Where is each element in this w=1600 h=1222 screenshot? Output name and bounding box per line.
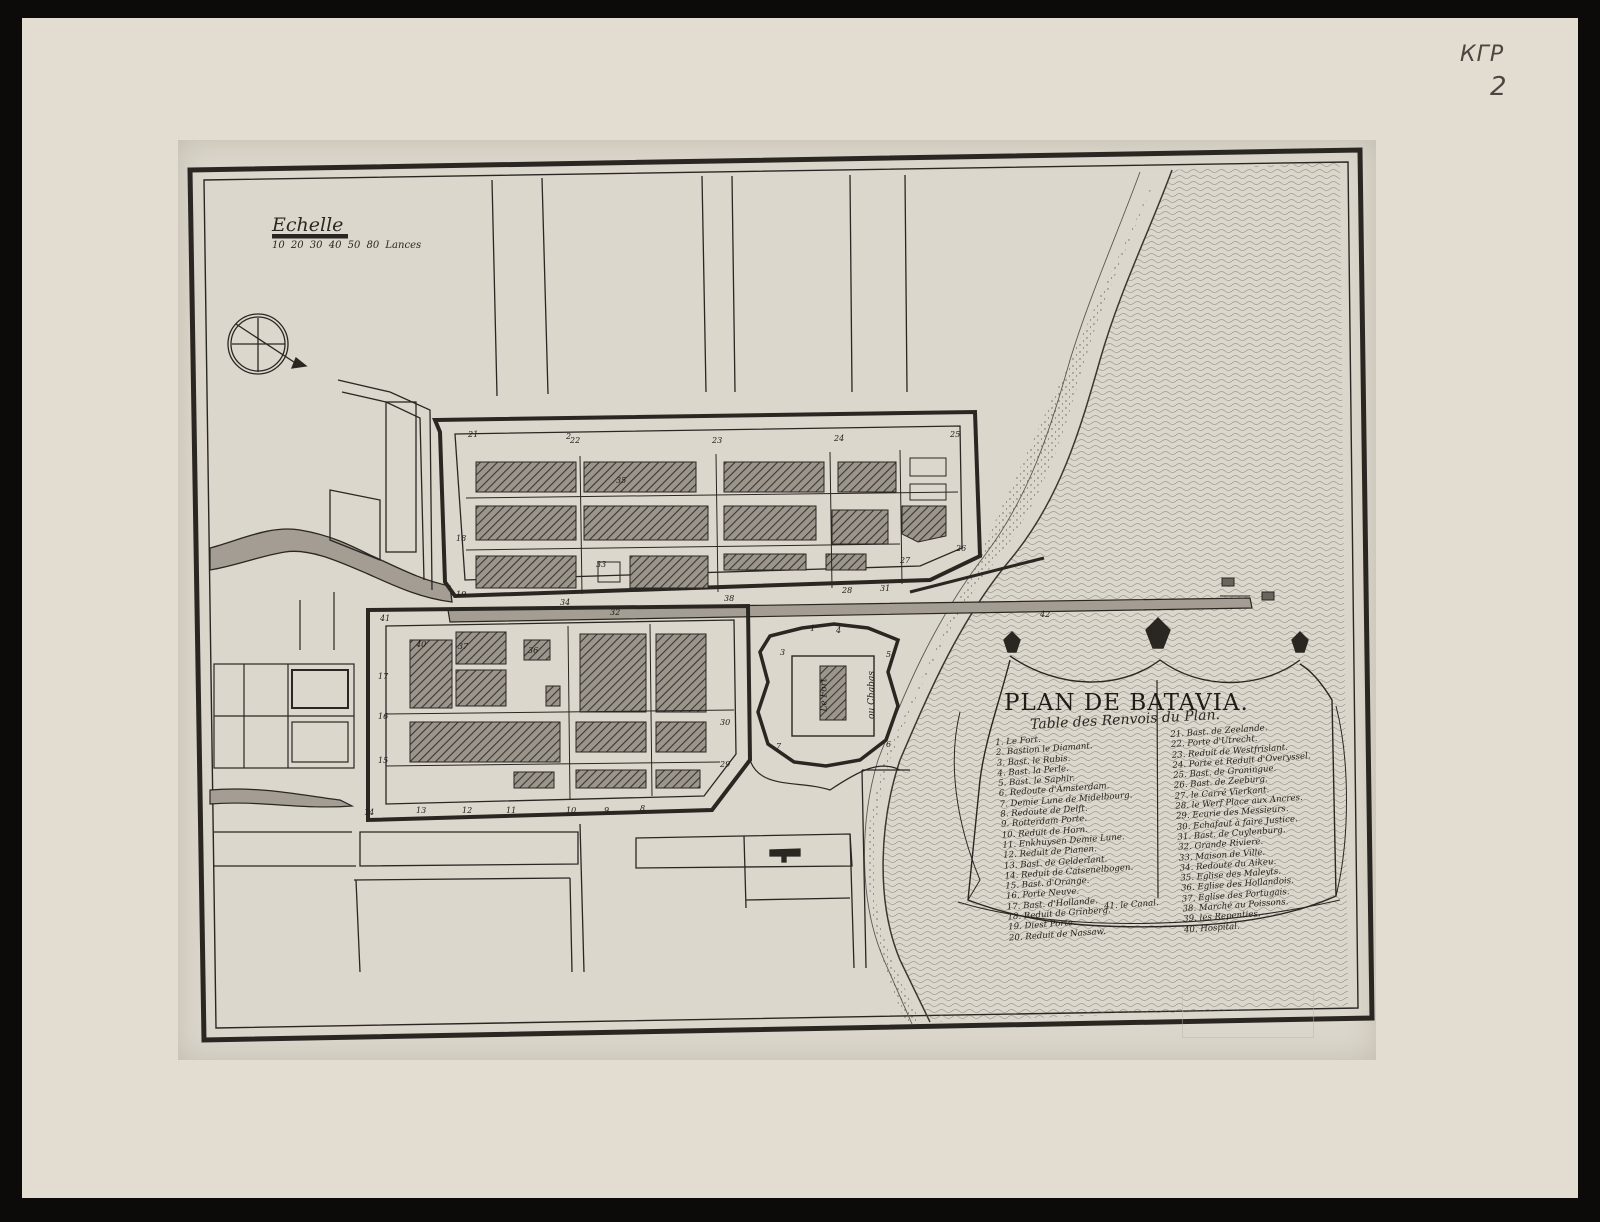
- map-number: 17: [378, 672, 389, 681]
- northwest-moat: [329, 379, 433, 591]
- map-number: 24: [834, 434, 845, 443]
- map-number: 8: [640, 804, 646, 813]
- map-number: 2: [566, 432, 572, 441]
- map-number: 35: [616, 476, 627, 485]
- map-number: 6: [886, 740, 892, 749]
- castle-fort: [749, 622, 901, 791]
- map-title: PLAN DE BATAVIA.: [1004, 690, 1249, 716]
- map-number: 42: [1040, 610, 1051, 619]
- fort-label: Le Fort: [819, 678, 830, 712]
- map-number: 16: [378, 712, 389, 721]
- map-number: 18: [456, 534, 467, 543]
- map-number: 36: [528, 646, 539, 655]
- handwritten-number: 2: [1490, 72, 1507, 102]
- map-number: 5: [886, 650, 892, 659]
- upper-city-blocks: [475, 457, 947, 589]
- map-number: 30: [720, 718, 731, 727]
- upper-city-streets: [465, 449, 959, 595]
- map-number: 15: [378, 756, 389, 765]
- map-number: 1: [810, 624, 816, 633]
- coastline: [864, 162, 1348, 1025]
- map-number: 27: [900, 556, 911, 565]
- map-number: 9: [604, 806, 610, 815]
- map-number: 41: [380, 614, 391, 623]
- map-number: 40: [416, 640, 427, 649]
- main-canal: [447, 556, 1275, 623]
- map-number: 19: [456, 590, 467, 599]
- map-number: 11: [506, 806, 517, 815]
- map-border: [187, 147, 1375, 1043]
- lower-city-blocks: [409, 631, 707, 789]
- map-number: 31: [880, 584, 891, 593]
- lower-city-streets: [385, 623, 735, 801]
- map-number: 26: [956, 544, 967, 553]
- map-number: 4: [836, 626, 842, 635]
- map-number: 22: [570, 436, 581, 445]
- northern-roads: [491, 174, 908, 397]
- map-number: 7: [776, 742, 782, 751]
- legend-right-column: 21. Bast. de Zeelande. 22. Porte d'Utrec…: [1170, 720, 1322, 935]
- map-number: 37: [458, 642, 469, 651]
- map-number: 33: [596, 560, 607, 569]
- scale-tick-labels: 10 20 30 40 50 80 Lances: [272, 240, 422, 251]
- scale-bar: [272, 234, 348, 239]
- fort-chabas-label: ou Chabas: [866, 671, 877, 719]
- west-river: [209, 528, 453, 808]
- map-number: 25: [950, 430, 961, 439]
- map-number: 14: [364, 808, 375, 817]
- map-number: 12: [462, 806, 473, 815]
- map-number: 3: [780, 648, 786, 657]
- map-number: 21: [468, 430, 479, 439]
- map-number: 34: [560, 598, 571, 607]
- compass-icon: [227, 313, 308, 375]
- map-number: 13: [416, 806, 427, 815]
- southern-fields: [214, 769, 910, 973]
- legend-left-column: 1. Le Fort. 2. Bastion le Diamant. 3. Ba…: [995, 729, 1142, 944]
- west-suburb-grid: [213, 592, 355, 769]
- map-number: 10: [566, 806, 577, 815]
- lower-city-wall: [366, 603, 753, 823]
- faint-stamp: [1182, 990, 1314, 1038]
- map-number: 38: [724, 594, 735, 603]
- scale-title: Echelle: [272, 214, 344, 236]
- handwritten-catalog-code: КГР: [1460, 42, 1505, 67]
- map-number: 29: [720, 760, 731, 769]
- map-number: 28: [842, 586, 853, 595]
- map-number: 23: [712, 436, 723, 445]
- cartouche-frame: [953, 617, 1347, 928]
- map-number: 32: [610, 608, 621, 617]
